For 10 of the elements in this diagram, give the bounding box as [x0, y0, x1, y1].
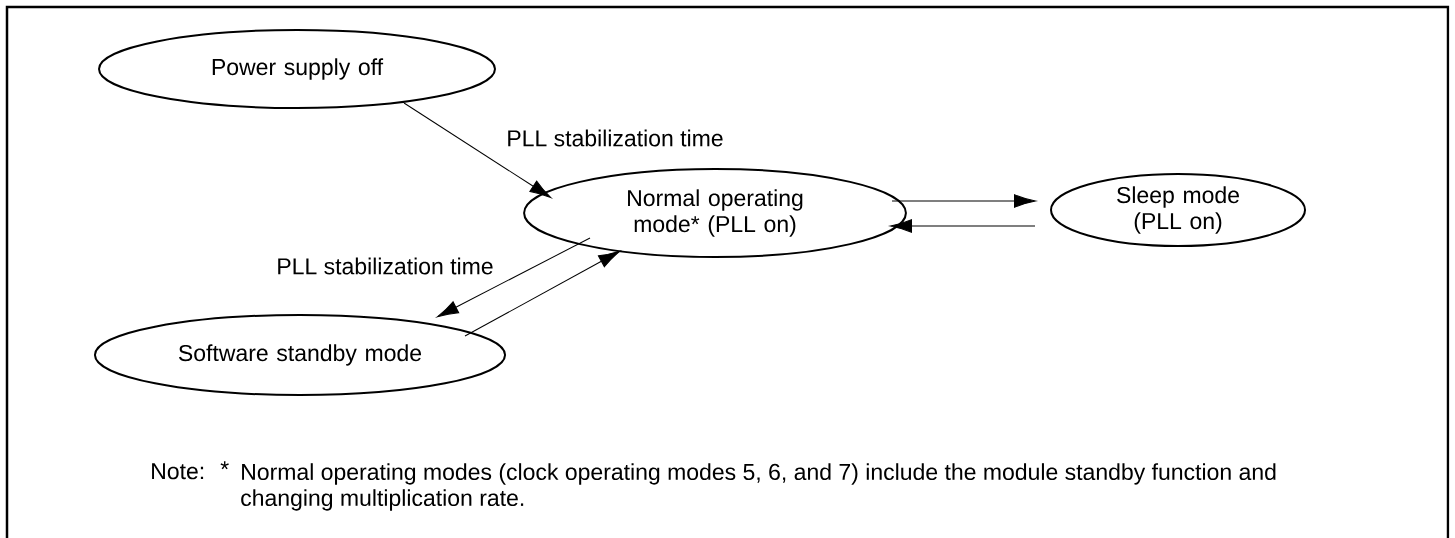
arrow	[890, 219, 1036, 233]
arrow	[436, 237, 591, 318]
arrow	[891, 194, 1036, 208]
note-label: Note:	[152, 463, 204, 480]
arrow	[403, 102, 552, 199]
note-text: Normal operating modes (clock operating modes 5, 6, and 7) include the module standby function and changing multiplication rate.	[241, 463, 1276, 511]
edge-label: PLL stabilization time	[274, 255, 496, 277]
footnote-mark: *	[220, 461, 229, 470]
edge-label: PLL stabilization time	[504, 127, 726, 149]
arrow	[464, 250, 621, 337]
